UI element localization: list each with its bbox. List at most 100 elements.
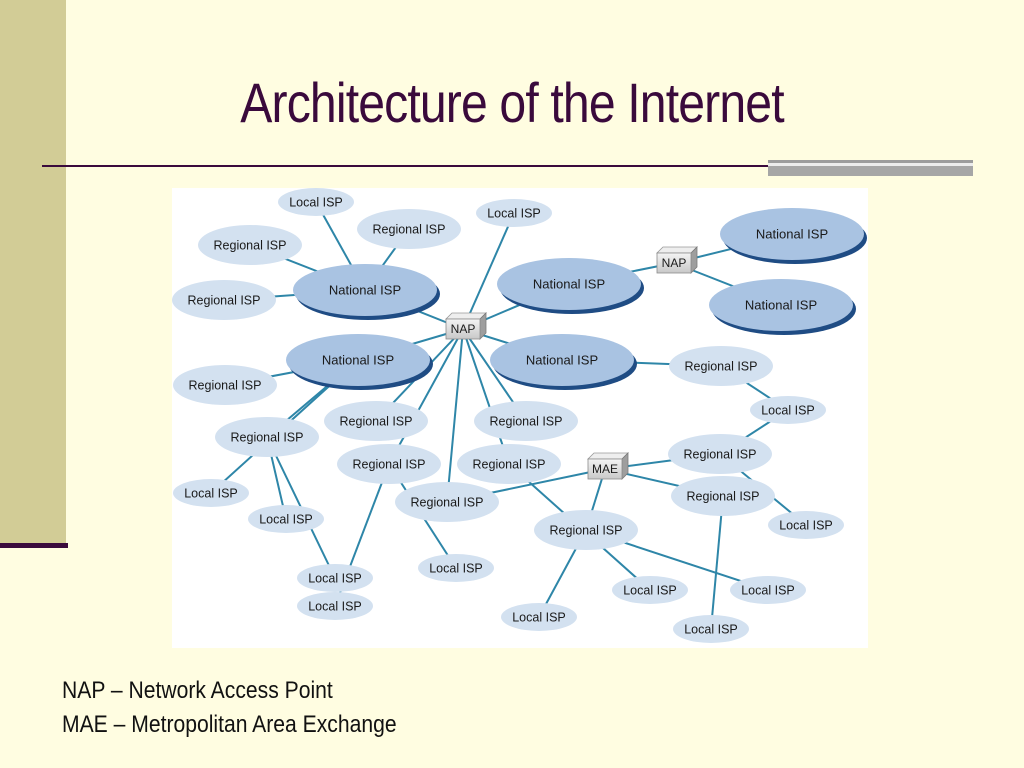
local-label: Local ISP xyxy=(259,513,313,527)
regional-node-r5: Regional ISP xyxy=(215,417,319,457)
legend-nap: NAP – Network Access Point xyxy=(62,677,333,704)
regional-ellipse xyxy=(357,209,461,249)
regional-label: Regional ISP xyxy=(411,496,484,510)
exchange-box-top xyxy=(445,312,487,320)
national-ellipse xyxy=(497,258,641,310)
national-node-n6: National ISP xyxy=(709,279,856,335)
local-ellipse xyxy=(278,188,354,216)
diagram-canvas: National ISP National ISP National ISP Nati… xyxy=(172,188,867,643)
link-nap1-r8 xyxy=(388,328,464,465)
link-nap1-r9 xyxy=(462,328,510,465)
abbreviation-legend: NAP – Network Access Point MAE – Metropo… xyxy=(62,674,397,742)
regional-ellipse xyxy=(324,401,428,441)
national-ellipse xyxy=(709,279,853,331)
regional-node-r7: Regional ISP xyxy=(474,401,578,441)
local-node-l1: Local ISP xyxy=(278,188,354,216)
regional-label: Regional ISP xyxy=(188,294,261,308)
regional-ellipse xyxy=(474,401,578,441)
regional-ellipse xyxy=(457,444,561,484)
regional-node-r4: Regional ISP xyxy=(173,365,277,405)
regional-node-r2: Regional ISP xyxy=(357,209,461,249)
link-nap1-r10 xyxy=(446,328,464,503)
internet-architecture-diagram: National ISP National ISP National ISP Nati… xyxy=(172,188,868,648)
network-nodes: National ISP National ISP National ISP Nati… xyxy=(172,188,867,643)
local-label: Local ISP xyxy=(623,584,677,598)
local-ellipse xyxy=(730,576,806,604)
local-label: Local ISP xyxy=(184,487,238,501)
regional-ellipse xyxy=(534,510,638,550)
local-node-l6: Local ISP xyxy=(750,396,826,424)
national-node-n3: National ISP xyxy=(497,258,644,314)
regional-ellipse xyxy=(669,346,773,386)
regional-ellipse xyxy=(668,434,772,474)
local-ellipse xyxy=(501,603,577,631)
regional-node-r3: Regional ISP xyxy=(172,280,276,320)
regional-label: Regional ISP xyxy=(340,415,413,429)
regional-ellipse xyxy=(671,476,775,516)
regional-label: Regional ISP xyxy=(490,415,563,429)
national-label: National ISP xyxy=(533,277,605,292)
national-ellipse xyxy=(286,334,430,386)
national-ellipse xyxy=(293,264,437,316)
local-ellipse xyxy=(768,511,844,539)
local-node-l10: Local ISP xyxy=(612,576,688,604)
exchange-box-top xyxy=(587,452,629,460)
title-accent-bar xyxy=(768,160,973,176)
regional-node-r11: Regional ISP xyxy=(669,346,773,386)
local-ellipse xyxy=(173,479,249,507)
national-ellipse xyxy=(490,334,634,386)
regional-label: Regional ISP xyxy=(473,458,546,472)
local-ellipse xyxy=(297,564,373,592)
national-label: National ISP xyxy=(745,298,817,313)
local-label: Local ISP xyxy=(741,584,795,598)
national-node-n2: National ISP xyxy=(286,334,433,390)
regional-node-r1: Regional ISP xyxy=(198,225,302,265)
exchange-node-mae: MAE xyxy=(587,452,629,480)
local-node-l3: Local ISP xyxy=(248,505,324,533)
national-node-n5: National ISP xyxy=(720,208,867,264)
local-ellipse xyxy=(418,554,494,582)
regional-ellipse xyxy=(172,280,276,320)
legend-mae: MAE – Metropolitan Area Exchange xyxy=(62,711,397,738)
national-ellipse xyxy=(720,208,864,260)
regional-label: Regional ISP xyxy=(353,458,426,472)
regional-node-r10: Regional ISP xyxy=(395,482,499,522)
national-label: National ISP xyxy=(526,353,598,368)
exchange-node-nap2: NAP xyxy=(656,246,698,274)
regional-label: Regional ISP xyxy=(373,223,446,237)
link-r14-l11 xyxy=(710,495,724,630)
local-label: Local ISP xyxy=(779,519,833,533)
regional-label: Regional ISP xyxy=(189,379,262,393)
local-ellipse xyxy=(673,615,749,643)
national-label: National ISP xyxy=(329,283,401,298)
regional-ellipse xyxy=(173,365,277,405)
exchange-box-top xyxy=(656,246,698,254)
regional-label: Regional ISP xyxy=(687,490,760,504)
exchange-box-face xyxy=(656,252,692,274)
local-node-l7: Local ISP xyxy=(768,511,844,539)
local-ellipse xyxy=(750,396,826,424)
regional-node-r13: Regional ISP xyxy=(534,510,638,550)
regional-node-r6: Regional ISP xyxy=(324,401,428,441)
local-ellipse xyxy=(612,576,688,604)
regional-label: Regional ISP xyxy=(685,360,758,374)
local-node-l5: Local ISP xyxy=(476,199,552,227)
side-band xyxy=(0,0,66,548)
regional-ellipse xyxy=(395,482,499,522)
regional-node-r9: Regional ISP xyxy=(457,444,561,484)
local-ellipse xyxy=(248,505,324,533)
regional-node-r8: Regional ISP xyxy=(337,444,441,484)
side-accent-rule xyxy=(0,543,68,548)
regional-label: Regional ISP xyxy=(550,524,623,538)
local-label: Local ISP xyxy=(308,572,362,586)
local-label: Local ISP xyxy=(761,404,815,418)
regional-ellipse xyxy=(198,225,302,265)
slide-title: Architecture of the Internet xyxy=(240,71,784,134)
local-label: Local ISP xyxy=(684,623,738,637)
regional-ellipse xyxy=(337,444,441,484)
exchange-box-face xyxy=(587,458,623,480)
local-label: Local ISP xyxy=(429,562,483,576)
national-node-n4: National ISP xyxy=(490,334,637,390)
regional-label: Regional ISP xyxy=(214,239,287,253)
local-node-l2: Local ISP xyxy=(173,479,249,507)
